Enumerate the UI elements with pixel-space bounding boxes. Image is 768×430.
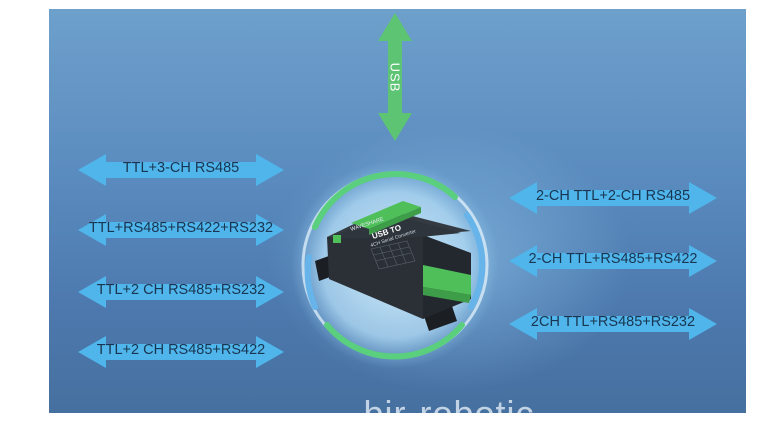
product-banner: USB TTL+3-CH RS485 TTL+RS485+RS422+RS232… <box>49 9 746 413</box>
right-arrow-1 <box>509 182 717 214</box>
right-arrow-2 <box>509 245 717 277</box>
right-arrow-1-label: 2-CH TTL+2-CH RS485 <box>535 188 691 204</box>
left-arrow-4 <box>78 336 284 368</box>
right-arrow-3 <box>509 308 717 340</box>
left-arrow-2-label: TTL+RS485+RS422+RS232 <box>88 220 274 236</box>
left-arrow-2 <box>78 214 284 246</box>
left-arrow-3 <box>78 276 284 308</box>
usb-label: USB <box>387 62 403 92</box>
left-arrow-3-label: TTL+2 CH RS485+RS232 <box>96 282 266 298</box>
right-arrow-2-label: 2-CH TTL+RS485+RS422 <box>528 251 698 267</box>
usb-arrow <box>378 13 412 141</box>
watermark: bir-robotic <box>299 393 599 413</box>
usb-label-wrap: USB <box>377 49 413 105</box>
device-logo <box>333 235 341 243</box>
right-arrow-3-label: 2CH TTL+RS485+RS232 <box>530 314 696 330</box>
left-arrow-4-label: TTL+2 CH RS485+RS422 <box>96 342 266 358</box>
device-pin-grid <box>370 240 416 270</box>
left-arrow-1 <box>78 154 284 186</box>
left-arrow-1-label: TTL+3-CH RS485 <box>122 160 240 176</box>
usb-serial-converter-device: WAVESHARE USB TO 4CH Serial Converter <box>315 201 471 331</box>
